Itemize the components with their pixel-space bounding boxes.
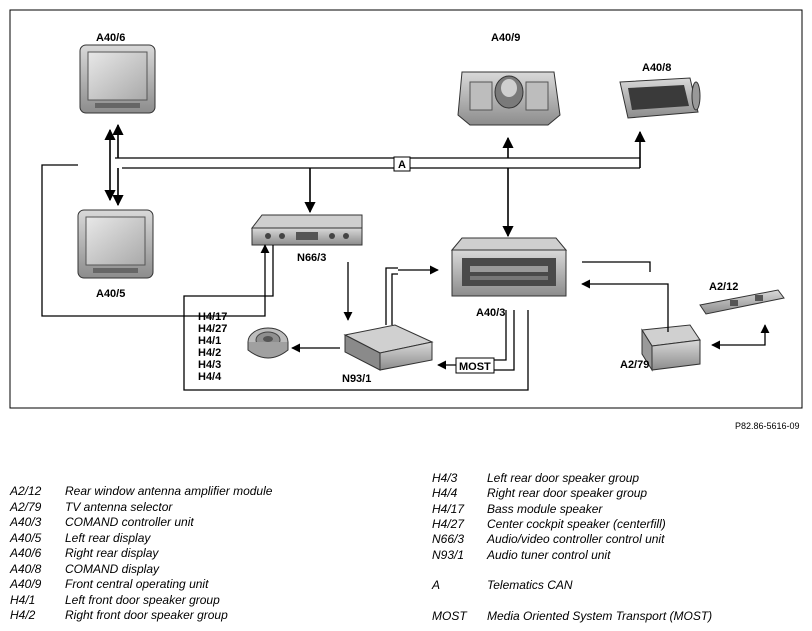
legend-left: A2/12 Rear window antenna amplifier modul… [10,484,410,624]
legend-code: A40/8 [10,561,42,576]
speaker-label: H4/4 [198,371,222,383]
a40-6-display [79,44,156,114]
signal-lines [41,164,770,391]
legend-description: Audio/video controller control unit [487,532,665,547]
legend-code: A2/79 [10,499,42,514]
a40-9-unit [457,71,561,126]
legend-description: Left rear door speaker group [487,471,640,485]
n66-3-unit [250,214,363,246]
a2-12-label: A2/12 [709,281,738,293]
legend-code: A40/6 [10,546,42,560]
speaker-label: H4/2 [198,347,221,359]
a2-79-label: A2/79 [620,359,649,371]
a40-8-label: A40/8 [642,62,671,74]
legend-description: Front central operating unit [65,577,209,591]
legend-description: COMAND display [65,561,160,576]
legend-code: N66/3 [432,532,465,547]
legend-code: A40/9 [10,577,42,591]
reference-number: P82.86-5616-09 [735,421,800,431]
legend-description: Right rear display [65,546,159,560]
legend-code: A40/5 [10,530,42,545]
legend-description: Bass module speaker [487,501,603,516]
diagram-frame [9,9,803,409]
wiring-diagram: A A40/6 A40/5 A40/9 A40/8 [9,9,803,409]
bus-a-box [393,156,411,172]
legend-description: Rear window antenna amplifier module [65,484,273,498]
legend-description: COMAND controller unit [65,515,194,529]
n66-3-label: N66/3 [297,252,326,264]
bus-links [104,123,646,238]
a40-6-label: A40/6 [96,32,125,44]
legend-description: Right rear door speaker group [487,486,648,501]
legend-description: Center cockpit speaker (centerfill) [487,516,666,531]
legend-code: N93/1 [432,547,465,562]
speaker-label: H4/17 [198,311,227,323]
legend-code: A [432,578,441,593]
legend-description: Audio tuner control unit [487,547,611,562]
speaker-label: H4/1 [198,335,221,347]
legend-description: Media Oriented System Transport (MOST) [487,608,713,623]
a40-5-label: A40/5 [96,288,125,300]
legend-code: H4/3 [432,471,458,485]
n93-1-unit [343,324,434,371]
legend-description: Telematics CAN [487,578,573,593]
legend-code: H4/2 [10,608,36,622]
legend-code: H4/17 [432,501,465,516]
a40-8-display [619,77,701,119]
legend-description: Right front door speaker group [65,608,228,622]
most-label: MOST [459,361,491,373]
legend-code: A2/12 [10,484,42,498]
a40-5-display [77,209,154,279]
legend-code: H4/27 [432,516,465,531]
a40-9-label: A40/9 [491,32,520,44]
n93-1-label: N93/1 [342,373,371,385]
speaker-label: H4/27 [198,323,227,335]
legend-description: Left front door speaker group [65,592,220,607]
a40-3-unit [450,237,568,297]
speaker-label: H4/3 [198,359,221,371]
speaker-icon [247,327,289,359]
speaker-label-list: H4/17 H4/27 H4/1 H4/2 H4/3 H4/4 [198,311,227,383]
legend-description: TV antenna selector [65,499,173,514]
most-box [455,357,495,374]
a40-3-label: A40/3 [476,307,505,319]
legend-code: MOST [432,608,467,623]
bus-a-label: A [398,159,406,171]
legend-code: H4/4 [432,486,458,501]
telematics-can-bus [115,157,640,169]
a2-12-module [699,289,785,315]
a2-79-module [641,324,701,372]
legend-code: H4/1 [10,592,36,607]
legend-description: Left rear display [65,530,151,545]
legend-code: A40/3 [10,515,42,529]
